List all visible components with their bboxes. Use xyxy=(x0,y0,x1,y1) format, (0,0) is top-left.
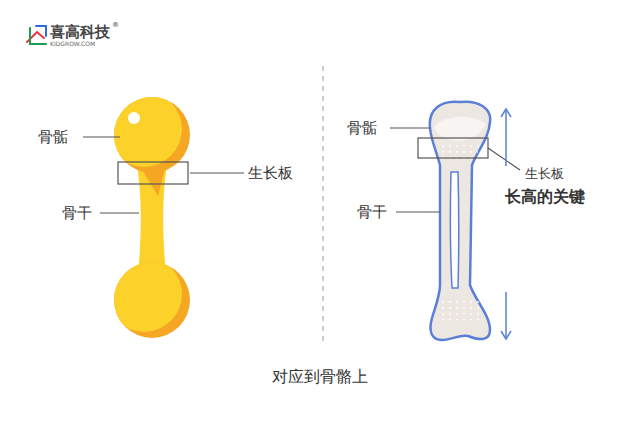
caption: 对应到骨骼上 xyxy=(272,367,368,386)
part-label: 骨干 xyxy=(357,203,387,221)
part-label: 骨骺 xyxy=(347,119,377,137)
part-label: 生长板 xyxy=(248,164,293,182)
part-label: 生长板 xyxy=(525,166,564,182)
logo-icon xyxy=(27,26,46,44)
part-label: 骨骺 xyxy=(38,128,68,146)
divider-line xyxy=(322,66,323,345)
logo-url: KIDGROW.COM xyxy=(50,40,95,47)
simple-bone xyxy=(106,91,190,338)
part-label: 骨干 xyxy=(62,204,92,222)
leader-lines xyxy=(390,128,520,212)
logo-text: 喜高科技 xyxy=(50,23,110,41)
leader-lines xyxy=(83,137,244,213)
logo-mark: ® xyxy=(112,21,119,29)
long-bone xyxy=(418,102,490,340)
growth-arrows xyxy=(501,109,511,339)
note-label: 长高的关键 xyxy=(505,187,585,206)
